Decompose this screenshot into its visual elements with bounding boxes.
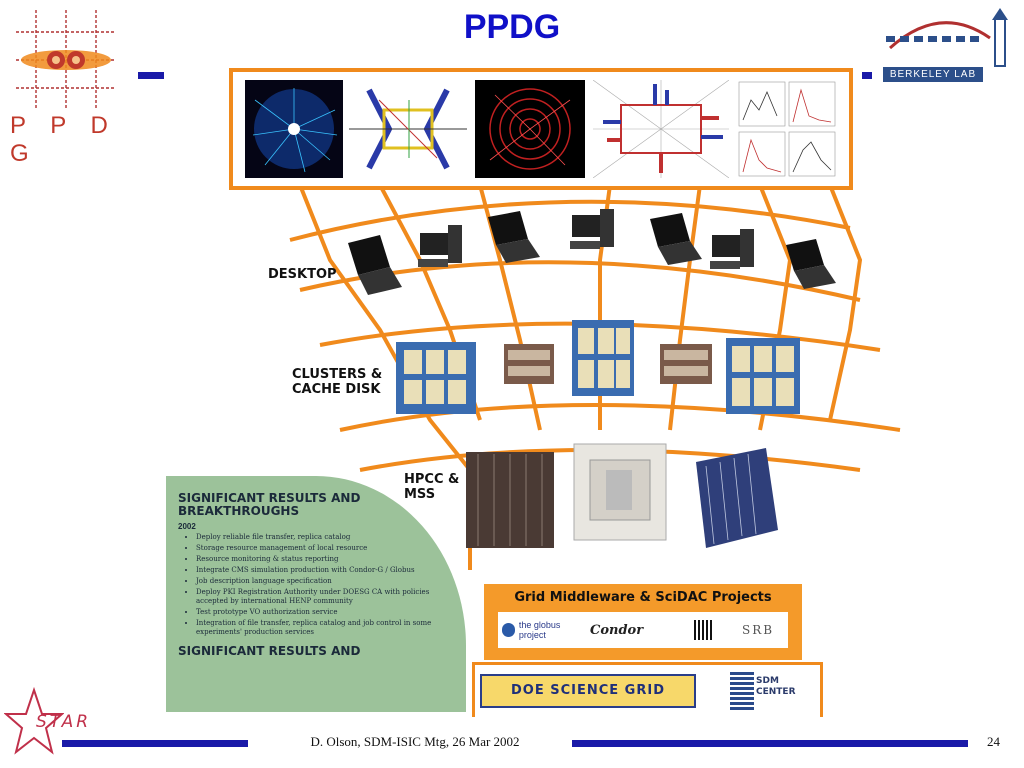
cache-disk-icon: [504, 344, 554, 384]
desktop-computers: [348, 209, 836, 295]
sdm-center-label: SDM CENTER: [756, 676, 796, 697]
list-item: Integration of file transfer, replica ca…: [196, 619, 452, 637]
globus-logo-label: the globus project: [518, 620, 561, 640]
results-heading: SIGNIFICANT RESULTS AND BREAKTHROUGHS: [178, 492, 452, 518]
results-heading-line1: SIGNIFICANT RESULTS AND: [178, 491, 361, 505]
cluster-rack-icon: [396, 342, 476, 414]
list-item: Storage resource management of local res…: [196, 544, 452, 553]
footer-bar-left: [62, 740, 248, 747]
title-underline-right: [862, 72, 872, 79]
event-display-3-icon: [475, 80, 585, 178]
results-panel: SIGNIFICANT RESULTS AND BREAKTHROUGHS 20…: [166, 476, 466, 712]
slide-title: PPDG: [463, 8, 561, 46]
tier-label-hpcc: HPCC & MSS: [404, 472, 459, 502]
desktop-computer-icon: [710, 229, 754, 269]
srb-logo-label: SRB: [742, 623, 775, 637]
results-year: 2002: [178, 522, 196, 531]
mass-storage-icon: [573, 443, 667, 541]
event-display-2-icon: [349, 80, 467, 178]
physics-image-strip: [229, 68, 853, 190]
cluster-machines: [396, 320, 800, 414]
page-number: 24: [987, 734, 1000, 749]
cluster-rack-icon: [726, 338, 800, 414]
berkeley-lab-logo-icon: [886, 8, 1008, 67]
footer-bar-right: [572, 740, 968, 747]
title-underline-left: [138, 72, 164, 79]
desktop-computer-icon: [570, 209, 614, 249]
laptop-icon: [348, 235, 402, 295]
list-item: Integrate CMS simulation production with…: [196, 566, 452, 575]
tier-label-hpcc-line2: MSS: [404, 487, 436, 502]
event-display-1-icon: [245, 80, 343, 178]
globe-icon: [502, 623, 515, 637]
middleware-box: Grid Middleware & SciDAC Projects the gl…: [484, 584, 802, 660]
middleware-logos: the globus project Condor SRB: [498, 612, 788, 648]
tier-label-clusters-line2: CACHE DISK: [292, 382, 381, 397]
sdm-grid-icon: [730, 670, 754, 710]
list-item: Deploy PKI Registration Authority under …: [196, 588, 452, 606]
berkeley-lab-label: BERKELEY LAB: [883, 67, 983, 82]
desktop-computer-icon: [418, 225, 462, 267]
list-item: Test prototype VO authorization service: [196, 608, 452, 617]
list-item: Job description language specification: [196, 577, 452, 586]
tier-label-clusters-line1: CLUSTERS &: [292, 367, 383, 382]
footer-text: D. Olson, SDM-ISIC Mtg, 26 Mar 2002: [310, 734, 520, 749]
plot-panel-icon: [737, 80, 837, 178]
list-item: Resource monitoring & status reporting: [196, 555, 452, 564]
globus-logo: the globus project: [502, 616, 584, 644]
storage-logo-icon: [694, 616, 734, 644]
condor-logo: Condor: [590, 616, 690, 644]
results-heading-line2: BREAKTHROUGHS: [178, 504, 300, 518]
laptop-icon: [650, 213, 702, 265]
results-heading-2: SIGNIFICANT RESULTS AND: [178, 644, 361, 658]
supercomputer-icon: [696, 448, 778, 548]
results-list: Deploy reliable file transfer, replica c…: [178, 533, 452, 637]
cluster-rack-icon: [572, 320, 634, 396]
event-display-4-icon: [593, 80, 729, 178]
ppdg-logo-letters: P P D G: [10, 112, 117, 167]
laptop-icon: [488, 211, 540, 263]
supercomputer-icon: [466, 452, 554, 548]
sdm-center-logo: SDM CENTER: [730, 670, 800, 710]
tier-label-hpcc-line1: HPCC &: [404, 472, 460, 487]
doe-science-grid-logo: DOE SCIENCE GRID: [480, 674, 696, 708]
list-item: Deploy reliable file transfer, replica c…: [196, 533, 452, 542]
ppdg-logo-icon: [16, 10, 116, 110]
srb-logo: SRB: [742, 616, 786, 644]
cache-disk-icon: [660, 344, 712, 384]
tier-label-clusters: CLUSTERS & CACHE DISK: [292, 367, 382, 397]
middleware-title: Grid Middleware & SciDAC Projects: [514, 590, 772, 605]
star-logo-label: STAR: [36, 712, 92, 732]
hpcc-machines: [466, 443, 778, 548]
tier-label-desktop: DESKTOP: [268, 267, 337, 282]
star-logo-icon: [4, 686, 64, 755]
condor-logo-label: Condor: [590, 622, 644, 638]
laptop-icon: [786, 239, 836, 289]
